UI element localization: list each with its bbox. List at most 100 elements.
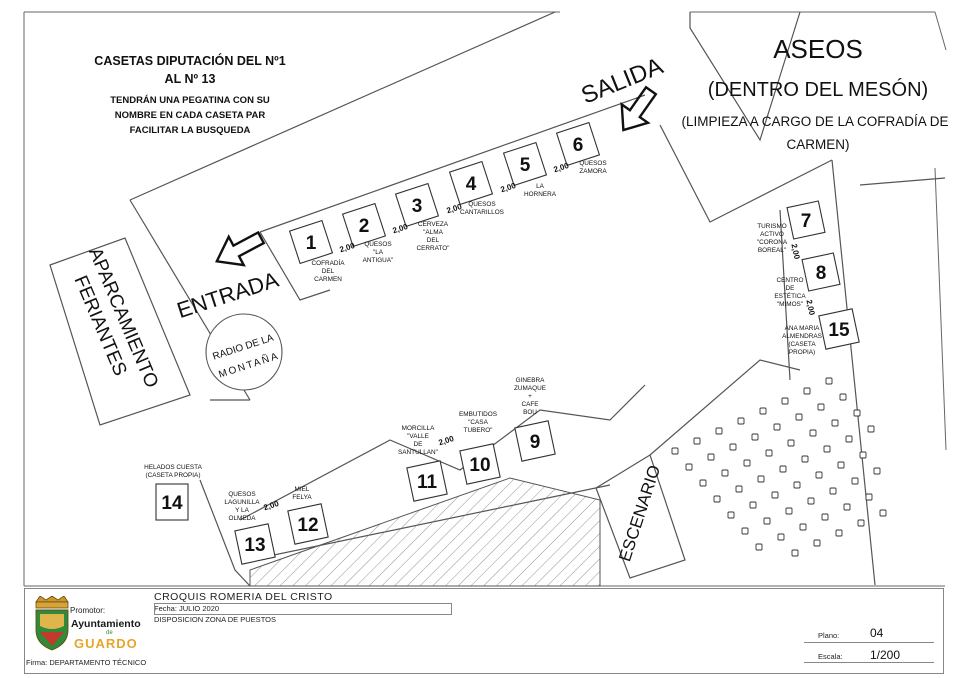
booth-6-label: QUESOS: [579, 160, 606, 167]
escala-box: [804, 662, 934, 663]
booth-11-label: DE: [414, 441, 423, 448]
footer-border: [24, 588, 944, 674]
booth-7-number: 7: [801, 211, 812, 232]
plano-label: Plano:: [818, 631, 840, 640]
chair: [693, 437, 701, 445]
booth-2-number: 2: [359, 216, 370, 237]
booth-15-box: [818, 308, 860, 350]
chair: [825, 377, 833, 385]
radio-circle: RADIO DE LA MONTAÑA: [205, 313, 283, 391]
chair: [777, 533, 785, 541]
notice-line-4: NOMBRE EN CADA CASETA PAR: [115, 110, 266, 121]
plano-value: 04: [870, 626, 884, 640]
chair: [759, 407, 767, 415]
booth-7-label: ACTIVO: [760, 231, 784, 238]
notice-line-1: CASETAS DIPUTACIÓN DEL Nº1: [94, 53, 285, 68]
booth-12-label: FELYA: [292, 494, 312, 501]
stage-label: ESCENARIO: [615, 463, 664, 564]
disposicion-label: DISPOSICION ZONA DE PUESTOS: [154, 615, 276, 624]
notice: CASETAS DIPUTACIÓN DEL Nº1 AL Nº 13 TEND…: [94, 53, 285, 136]
chair: [685, 463, 693, 471]
chair: [779, 465, 787, 473]
entrada-label: ENTRADA: [174, 267, 282, 323]
distance-mark: 2,00: [437, 434, 455, 448]
chair: [835, 529, 843, 537]
logo-text-2: de: [106, 630, 113, 636]
booth-1-label: COFRADÍA: [311, 258, 345, 267]
salida-arrow-icon: [620, 85, 658, 132]
booth-2-label: ANTIGUA": [363, 257, 394, 264]
chair: [755, 543, 763, 551]
notice-line-5: FACILITAR LA BUSQUEDA: [130, 125, 251, 136]
chair: [763, 517, 771, 525]
chair: [787, 439, 795, 447]
booth-6-box: [555, 121, 601, 167]
chair: [751, 433, 759, 441]
distance-mark: 2,00: [789, 243, 801, 261]
booth-3-label: CERVEZA: [418, 221, 449, 228]
booth-8-label: ESTÉTICA: [774, 291, 806, 300]
booth-9-number: 9: [530, 432, 541, 453]
booth-2-label: QUESOS: [364, 241, 391, 248]
booth-4-label: CANTARILLOS: [460, 209, 504, 216]
booth-10-label: EMBUTIDOS: [459, 411, 497, 418]
chair: [671, 447, 679, 455]
chair: [793, 481, 801, 489]
booth-7-label: BOREAL": [758, 247, 786, 254]
chair: [817, 403, 825, 411]
chair: [859, 451, 867, 459]
fecha-box: [154, 603, 452, 615]
booth-12-box: [287, 503, 329, 545]
chair: [791, 549, 799, 557]
chair: [699, 479, 707, 487]
chair: [757, 475, 765, 483]
booth-12-label: MIEL: [295, 486, 310, 493]
chair: [809, 429, 817, 437]
booth-10-label: "CASA: [468, 419, 488, 426]
chair: [735, 485, 743, 493]
booth-9-label: ZUMAQUE: [514, 385, 546, 392]
chair: [813, 539, 821, 547]
booth-3-label: DEL: [427, 237, 440, 244]
booth-11-number: 11: [417, 472, 438, 493]
audience-chairs: [671, 377, 887, 557]
chair: [839, 393, 847, 401]
entrada-arrow-icon: [215, 230, 266, 267]
booth-11-box: [406, 460, 448, 502]
booth-8-box: [801, 252, 841, 292]
booth-4-label: QUESOS: [468, 201, 495, 208]
chair: [773, 423, 781, 431]
aseos-title: ASEOS: [773, 34, 863, 64]
chair: [707, 453, 715, 461]
booth-5-number: 5: [520, 155, 531, 176]
booth-8-label: CENTRO: [777, 277, 804, 284]
booth-11-label: MORCILLA: [402, 425, 435, 432]
chair: [815, 471, 823, 479]
booths: 1COFRADÍADELCARMEN2QUESOS"LAANTIGUA"3CER…: [144, 121, 860, 565]
chair: [865, 493, 873, 501]
town-logo: [30, 595, 74, 652]
booth-13-label: Y LA: [235, 507, 249, 514]
chair: [781, 397, 789, 405]
booth-10-number: 10: [469, 455, 490, 476]
logo-text-1: Ayuntamiento: [71, 618, 141, 630]
chair: [829, 487, 837, 495]
booth-11-label: "VALLE: [407, 433, 429, 440]
booth-9-label: BOU: [523, 409, 537, 416]
distance-mark: 2,00: [391, 222, 409, 236]
chair: [721, 469, 729, 477]
booth-14-box: [155, 483, 189, 521]
promotor-label: Promotor:: [70, 606, 106, 615]
chair: [803, 387, 811, 395]
booth-5-label: HORNERA: [524, 191, 557, 198]
booth-13-number: 13: [244, 535, 265, 556]
